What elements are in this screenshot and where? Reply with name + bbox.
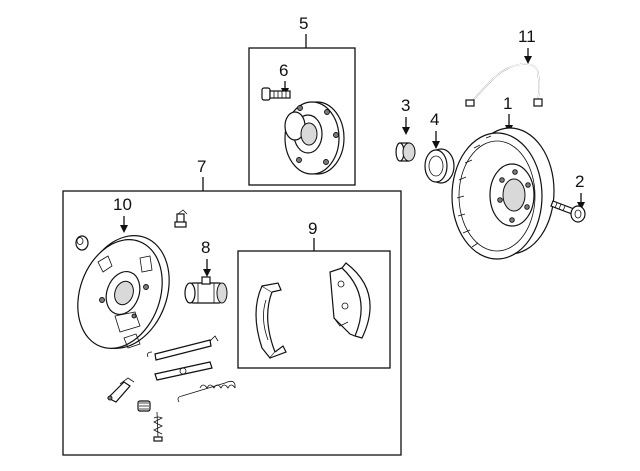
callout-9: 9	[308, 219, 317, 238]
parking-lever-part	[106, 377, 135, 403]
backing-plate-group-box: 7 10 8	[62, 157, 402, 456]
brake-drum-part	[451, 127, 555, 260]
brake-shoe-right-part	[329, 262, 371, 339]
callout-5: 5	[299, 14, 308, 33]
wheel-hub-part	[284, 101, 345, 175]
adjuster-lever-part	[154, 361, 213, 381]
bleeder-cap-part	[75, 235, 89, 251]
callout-7: 7	[197, 157, 206, 176]
adjuster-strut-part	[147, 335, 219, 361]
callout-1: 1	[503, 94, 512, 113]
hold-down-spring-part	[137, 400, 151, 412]
callout-10: 10	[113, 195, 132, 214]
backing-plate-part	[77, 235, 170, 349]
wheel-bearing-nut-part	[395, 142, 416, 162]
callout-4: 4	[430, 110, 439, 129]
return-spring-part	[177, 380, 236, 403]
grease-cap-part	[424, 148, 455, 184]
callout-8: 8	[201, 238, 210, 257]
brake-shoe-left-part	[255, 282, 287, 359]
callout-3: 3	[401, 96, 410, 115]
hold-down-pin-part	[153, 411, 163, 442]
brake-shoes-group-box: 9	[237, 219, 391, 369]
bleeder-screw-part	[174, 209, 188, 228]
callout-2: 2	[575, 172, 584, 191]
abs-sensor-wire-part	[465, 63, 543, 107]
callout-11: 11	[518, 27, 536, 46]
hub-bolt-part	[261, 87, 291, 101]
drum-bolt-part	[550, 200, 586, 223]
wheel-cylinder-part	[184, 276, 228, 304]
hub-group-box: 5 6	[248, 14, 356, 186]
callout-6: 6	[279, 61, 288, 80]
